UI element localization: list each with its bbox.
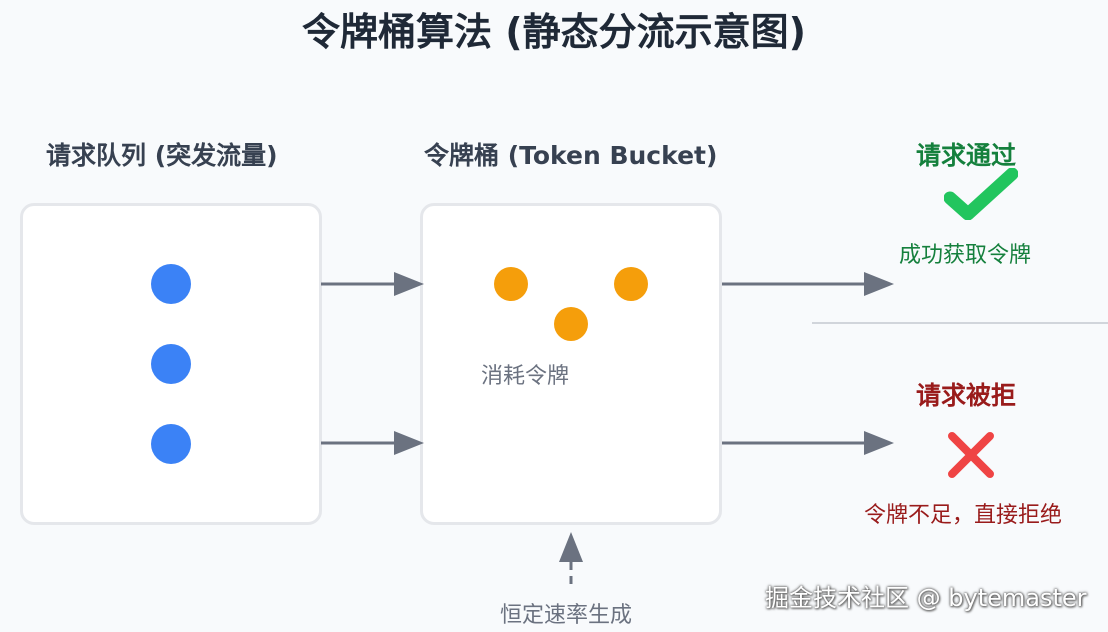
token-dot: [494, 267, 528, 301]
pass-heading: 请求通过: [916, 141, 1017, 170]
arrow-bucket-to-pass: [722, 272, 894, 296]
request-dot: [151, 264, 191, 304]
arrow-queue-to-bucket-top: [321, 272, 424, 296]
arrow-refill-up: [559, 532, 583, 584]
arrow-bucket-to-reject: [722, 431, 894, 455]
token-dot: [554, 307, 588, 341]
watermark: 掘金技术社区 @ bytemaster: [765, 584, 1087, 612]
request-dot: [151, 344, 191, 384]
token-dot: [614, 267, 648, 301]
cross-mark-icon: [948, 432, 994, 478]
request-queue-box: [20, 203, 322, 525]
check-mark-icon: [944, 168, 1018, 220]
bucket-heading: 令牌桶 (Token Bucket): [424, 141, 718, 170]
consume-token-label: 消耗令牌: [481, 364, 570, 389]
queue-heading: 请求队列 (突发流量): [46, 141, 278, 170]
pass-subtitle: 成功获取令牌: [899, 243, 1032, 268]
request-dot: [151, 424, 191, 464]
arrow-queue-to-bucket-bottom: [321, 431, 424, 455]
page-title: 令牌桶算法 (静态分流示意图): [302, 10, 806, 54]
token-bucket-box: [420, 203, 722, 525]
reject-subtitle: 令牌不足，直接拒绝: [864, 503, 1063, 528]
reject-heading: 请求被拒: [916, 381, 1017, 410]
refill-rate-label: 恒定速率生成: [500, 603, 633, 628]
